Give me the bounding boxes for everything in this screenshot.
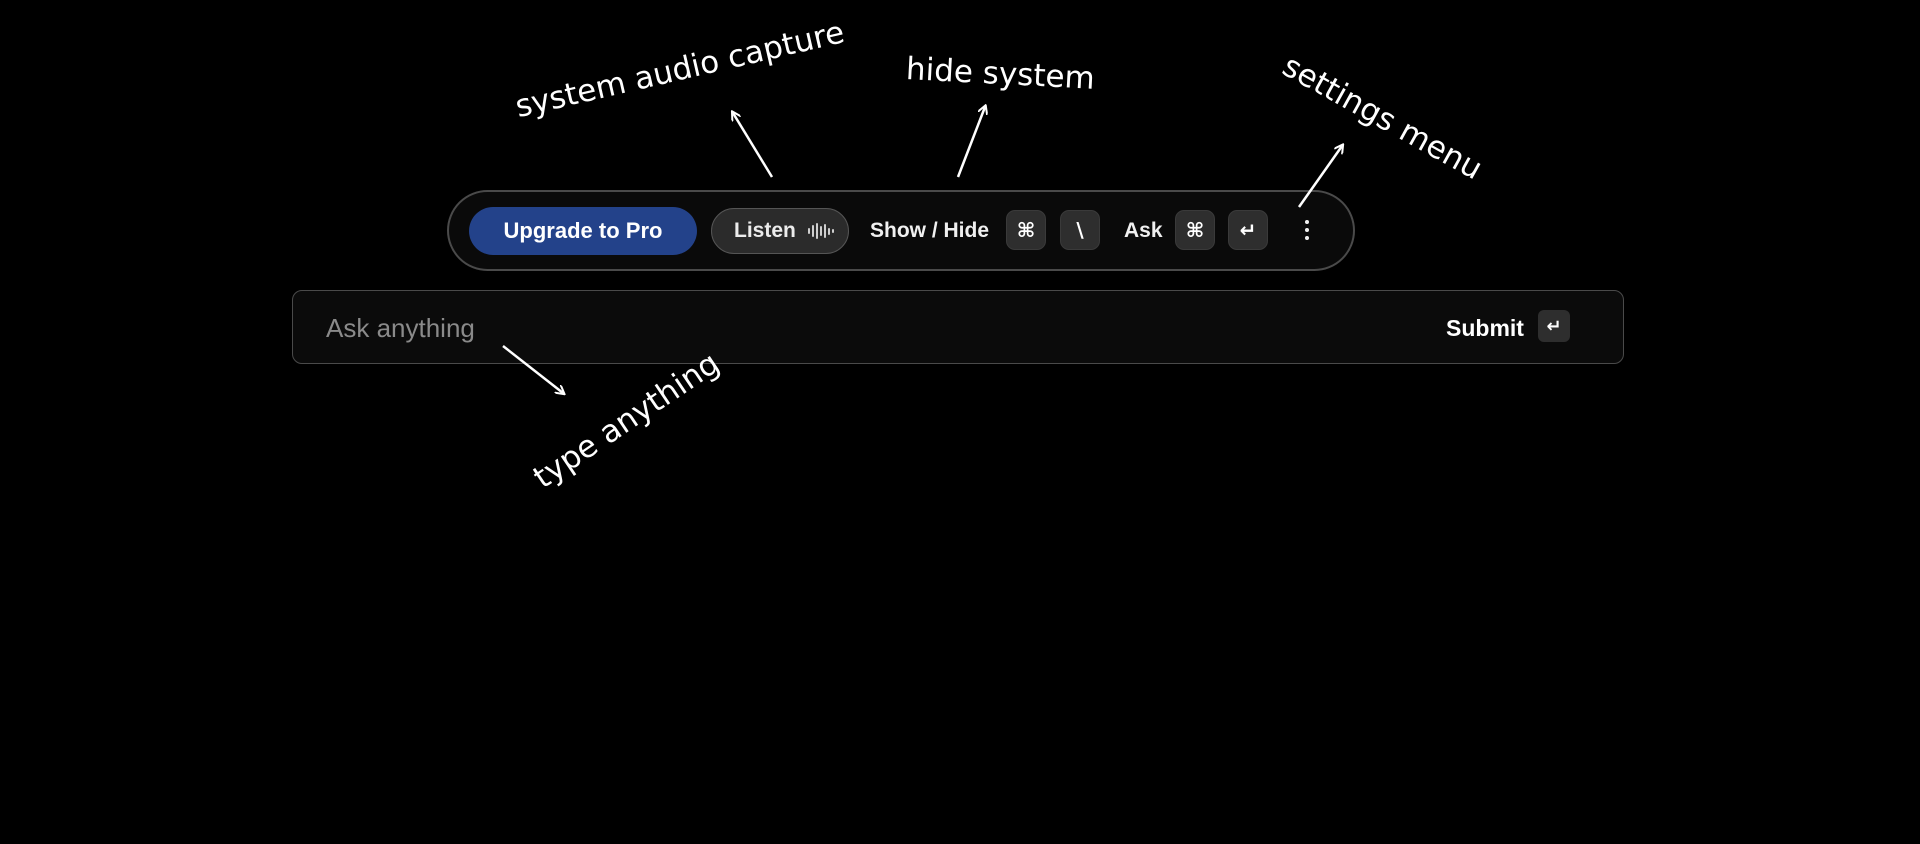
ask-cmd-key: ⌘ — [1175, 210, 1215, 250]
show-hide-backslash-key: \ — [1060, 210, 1100, 250]
listen-label: Listen — [734, 219, 796, 242]
ask-input[interactable] — [326, 308, 1026, 348]
arrow-to-listen — [733, 113, 774, 178]
annotation-settings-menu: settings menu — [1276, 48, 1489, 188]
ask-label[interactable]: Ask — [1124, 219, 1163, 242]
listen-button[interactable]: Listen — [711, 208, 849, 254]
arrow-to-show-hide — [956, 107, 985, 178]
submit-label: Submit — [1446, 315, 1524, 341]
annotation-hide-system: hide system — [905, 51, 1096, 97]
vertical-ellipsis-icon — [1305, 220, 1309, 240]
ask-enter-key: ↵ — [1228, 210, 1268, 250]
show-hide-cmd-key: ⌘ — [1006, 210, 1046, 250]
upgrade-label: Upgrade to Pro — [503, 218, 663, 243]
settings-menu-button[interactable] — [1292, 212, 1322, 248]
submit-button[interactable]: Submit ↵ — [1440, 309, 1572, 347]
audio-waveform-icon — [807, 223, 834, 239]
enter-key-icon: ↵ — [1538, 310, 1570, 342]
show-hide-label[interactable]: Show / Hide — [870, 219, 990, 242]
annotation-type-anything: type anything — [527, 345, 727, 496]
annotation-system-audio-capture: system audio capture — [512, 14, 848, 126]
upgrade-to-pro-button[interactable]: Upgrade to Pro — [469, 207, 697, 255]
